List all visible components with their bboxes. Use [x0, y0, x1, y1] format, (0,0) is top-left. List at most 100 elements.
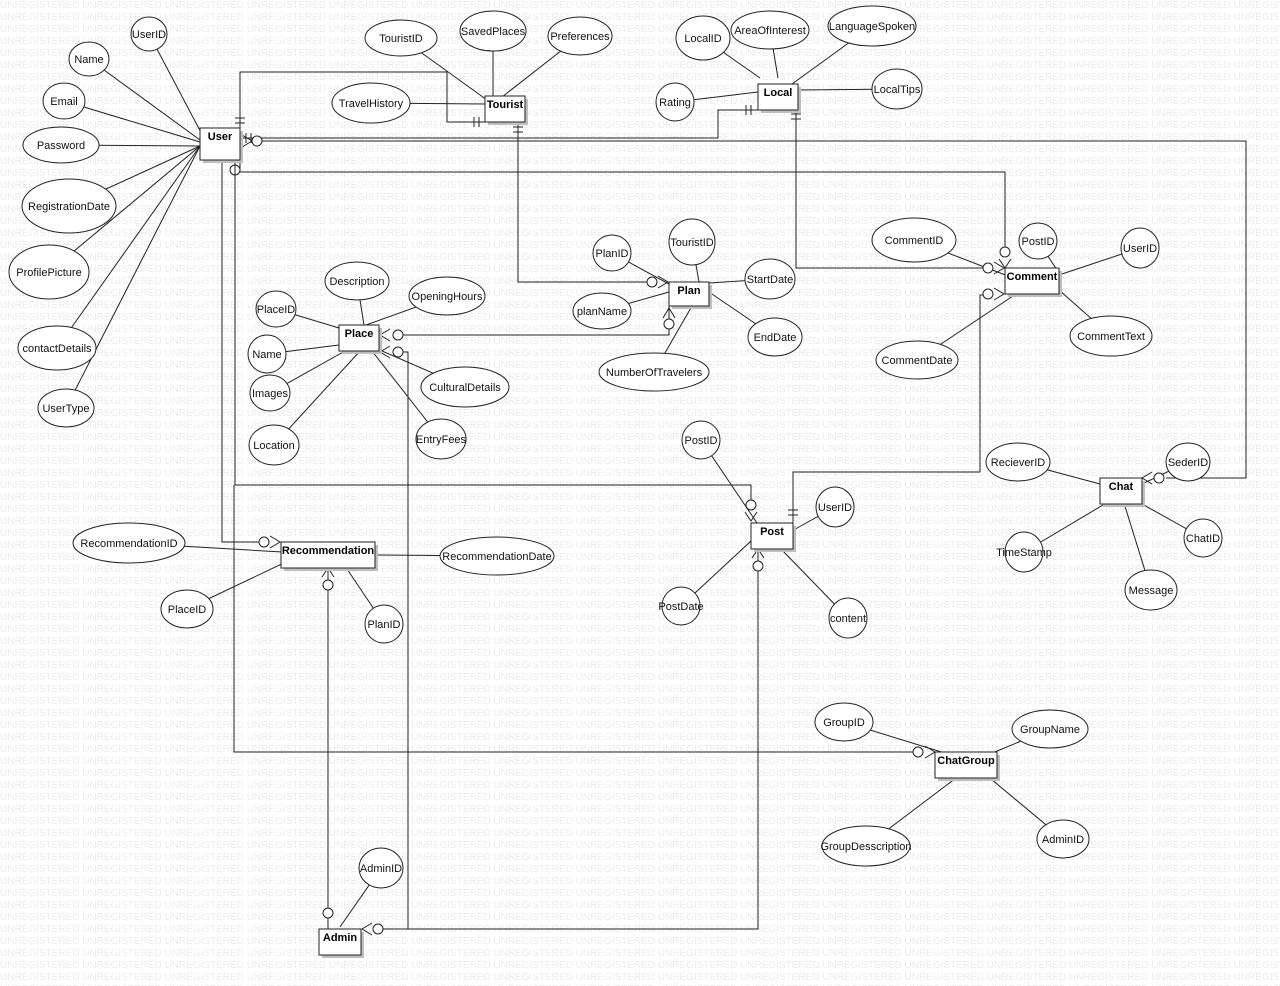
attribute-cg-groupname: GroupName — [1011, 709, 1089, 749]
rel-plan-place — [398, 305, 670, 336]
entity-place-label: Place — [345, 328, 374, 340]
attribute-plan-touristid-label: TouristID — [670, 237, 713, 249]
attribute-post-postid-label: PostID — [684, 435, 717, 447]
attribute-rec-planid-label: PlanID — [367, 619, 400, 631]
attribute-comment-userid: UserID — [1120, 227, 1160, 269]
attribute-chat-chatid: ChatID — [1183, 518, 1223, 558]
attribute-tourist-savedplaces: SavedPlaces — [459, 10, 527, 52]
entity-post: Post — [750, 522, 796, 552]
attribute-plan-numberoftravelers: NumberOfTravelers — [598, 352, 710, 392]
entity-plan: Plan — [668, 281, 712, 309]
attribute-local-rating-label: Rating — [659, 97, 691, 109]
attribute-place-placeid: PlaceID — [255, 290, 297, 328]
entity-chat-label: Chat — [1109, 481, 1134, 493]
attribute-user-contactdetails-label: contactDetails — [22, 343, 92, 355]
rel-user-recommendation — [221, 160, 264, 543]
attr-link-user_contactdetails — [56, 145, 201, 349]
attribute-user-usertype: UserType — [37, 388, 95, 428]
attr-link-user_usertype — [65, 145, 201, 409]
attribute-user-name: Name — [68, 41, 110, 77]
attribute-local-rating: Rating — [655, 82, 695, 122]
attribute-user-profilepicture: ProfilePicture — [8, 244, 90, 300]
attribute-rec-placeid-label: PlaceID — [168, 604, 207, 616]
attribute-place-location-label: Location — [253, 440, 295, 452]
attribute-comment-commentid-label: CommentID — [885, 235, 944, 247]
rel-post-admin — [376, 550, 759, 930]
rel-post-comment — [792, 294, 988, 523]
entity-chatgroup-label: ChatGroup — [937, 755, 995, 767]
attribute-rec-placeid: PlaceID — [160, 589, 214, 629]
attribute-user-name-label: Name — [74, 54, 103, 66]
entity-recommendation: Recommendation — [280, 541, 378, 571]
attribute-place-placeid-label: PlaceID — [257, 304, 296, 316]
attribute-chat-timestamp-label: TimeStamp — [996, 547, 1052, 559]
attribute-tourist-preferences-label: Preferences — [550, 31, 610, 43]
attribute-user-email-label: Email — [50, 96, 78, 108]
attribute-place-culturaldetails-label: CulturalDetails — [429, 382, 501, 394]
attribute-user-password: Password — [22, 126, 100, 164]
attribute-chat-recieverid-label: RecieverID — [991, 457, 1045, 469]
attribute-comment-commentdate-label: CommentDate — [882, 355, 953, 367]
attribute-chat-chatid-label: ChatID — [1186, 533, 1220, 545]
attribute-rec-recommendationdate-label: RecommendationDate — [442, 551, 551, 563]
attribute-tourist-travelhistory-label: TravelHistory — [339, 98, 404, 110]
attribute-comment-commenttext-label: CommentText — [1077, 331, 1145, 343]
entity-post-label: Post — [760, 526, 784, 538]
attribute-place-description: Description — [324, 261, 390, 301]
attribute-chat-sederid-label: SederID — [1168, 457, 1208, 469]
rel-local-comment — [795, 110, 986, 269]
entity-tourist: Tourist — [484, 95, 528, 125]
attribute-place-name: Name — [247, 334, 287, 374]
attribute-comment-postid: PostID — [1018, 222, 1058, 260]
attribute-chat-timestamp: TimeStamp — [996, 531, 1052, 573]
attribute-place-images-label: Images — [252, 388, 289, 400]
rel-user-tourist — [239, 71, 485, 128]
entity-comment-label: Comment — [1007, 271, 1058, 283]
attribute-comment-userid-label: UserID — [1123, 243, 1157, 255]
entity-admin: Admin — [318, 928, 364, 958]
attribute-admin-adminid-label: AdminID — [360, 863, 402, 875]
attribute-local-areaofinterest-label: AreaOfInterest — [734, 25, 806, 37]
attribute-chat-message: Message — [1124, 569, 1178, 611]
attribute-chat-recieverid: RecieverID — [985, 442, 1051, 482]
attribute-tourist-preferences: Preferences — [547, 16, 613, 56]
attribute-tourist-travelhistory: TravelHistory — [331, 82, 411, 124]
attribute-cg-adminid: AdminID — [1036, 819, 1090, 859]
attribute-local-localtips: LocalTips — [871, 68, 923, 110]
attribute-comment-commenttext: CommentText — [1069, 315, 1153, 357]
attribute-cg-groupid: GroupID — [814, 702, 874, 742]
attribute-place-entryfees-label: EntryFees — [416, 434, 467, 446]
attribute-rec-recommendationid: RecommendationID — [72, 522, 186, 564]
attribute-chat-message-label: Message — [1129, 585, 1174, 597]
entity-chatgroup: ChatGroup — [934, 751, 1000, 781]
entity-user: User — [199, 127, 243, 163]
attribute-local-localid-label: LocalID — [684, 33, 721, 45]
entity-recommendation-label: Recommendation — [282, 545, 375, 557]
attribute-post-userid-label: UserID — [818, 502, 852, 514]
attr-link-user_email — [63, 100, 201, 143]
attribute-cg-groupname-label: GroupName — [1020, 724, 1080, 736]
attribute-local-areaofinterest: AreaOfInterest — [730, 10, 810, 50]
attribute-cg-groupid-label: GroupID — [823, 717, 865, 729]
attribute-local-languagespoken-label: LanguageSpoken — [829, 21, 915, 33]
attribute-post-postdate-label: PostDate — [658, 601, 703, 613]
attribute-local-localtips-label: LocalTips — [874, 84, 921, 96]
attribute-place-openinghours: OpeningHours — [408, 276, 486, 316]
attribute-tourist-savedplaces-label: SavedPlaces — [461, 26, 526, 38]
attribute-comment-postid-label: PostID — [1021, 236, 1054, 248]
attribute-cg-groupdesscription: GroupDesscription — [820, 825, 912, 867]
attribute-cg-adminid-label: AdminID — [1042, 834, 1084, 846]
attribute-tourist-touristid: TouristID — [364, 19, 438, 57]
entity-comment: Comment — [1004, 267, 1062, 297]
attribute-user-password-label: Password — [37, 140, 85, 152]
attribute-chat-sederid: SederID — [1165, 442, 1211, 482]
entity-plan-label: Plan — [677, 285, 701, 297]
rel-user-chatgroup — [233, 485, 918, 753]
entity-local-label: Local — [764, 87, 793, 99]
attr-link-user_userid — [148, 33, 206, 141]
attribute-plan-touristid: TouristID — [668, 218, 716, 266]
attribute-rec-planid: PlanID — [364, 604, 404, 644]
attribute-plan-planname: planName — [572, 292, 632, 330]
attribute-plan-enddate-label: EndDate — [754, 332, 797, 344]
